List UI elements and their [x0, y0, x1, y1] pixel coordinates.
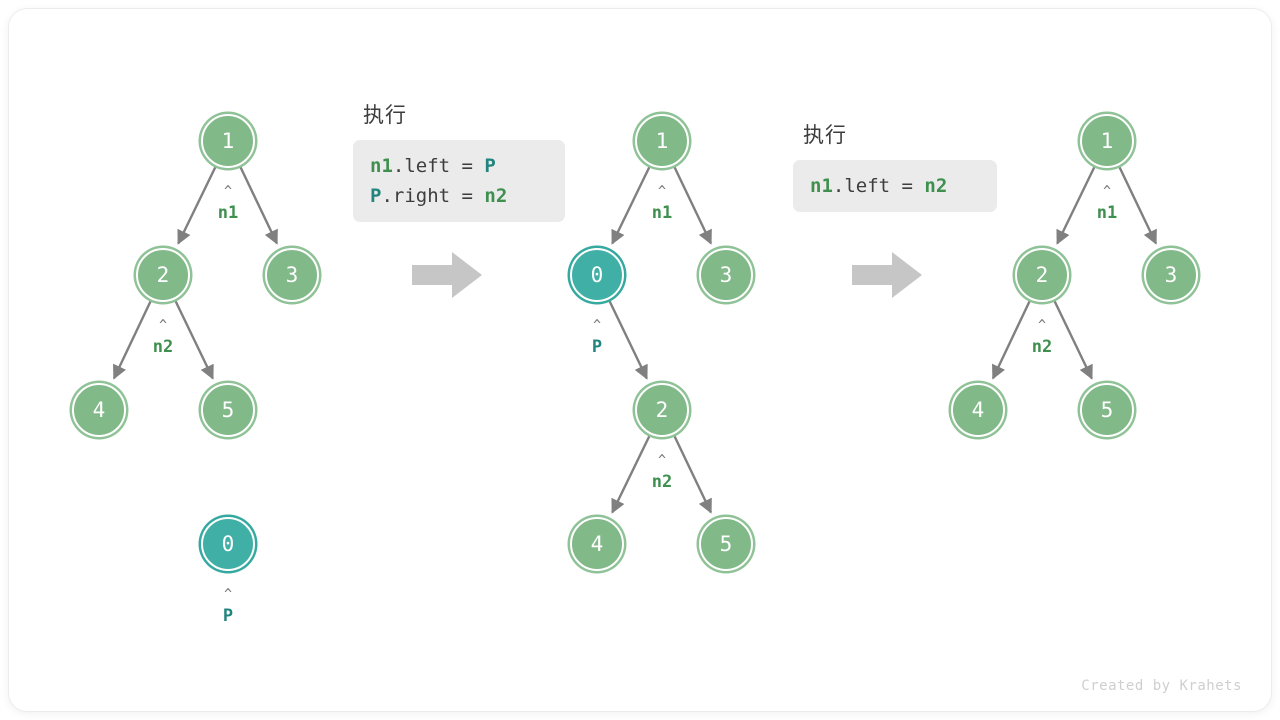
operation-title: 执行 — [363, 103, 407, 127]
pointer-label-P: ^P — [567, 318, 627, 358]
code-token: P — [484, 155, 496, 177]
pointer-label-n2: ^ n2 — [632, 453, 692, 493]
pointer-caret-icon: ^ — [658, 453, 666, 468]
pointer-caret-icon: ^ — [1038, 318, 1046, 333]
tree-node-5[interactable]: 5 — [201, 383, 255, 437]
tree-node-1[interactable]: 1 — [201, 114, 255, 168]
tree-node-0[interactable]: 0 — [570, 248, 624, 302]
step-arrow-1 — [412, 249, 484, 301]
tree-edge — [239, 166, 278, 245]
code-line: P.right = n2 — [370, 181, 548, 211]
pointer-caret-icon: ^ — [224, 587, 232, 602]
pointer-name: n1 — [217, 203, 239, 223]
code-block: n1.left = n2 — [793, 160, 997, 212]
code-line: n1.left = P — [370, 151, 548, 181]
tree-edge — [112, 300, 152, 380]
pointer-label-n1: ^ n1 — [198, 184, 258, 224]
right-arrow-icon — [412, 252, 482, 298]
tree-edge — [174, 300, 214, 380]
pointer-name: n2 — [152, 337, 174, 357]
tree-node-5[interactable]: 5 — [699, 517, 753, 571]
tree-node-3[interactable]: 3 — [699, 248, 753, 302]
pointer-name: n1 — [651, 203, 673, 223]
tree-node-4[interactable]: 4 — [570, 517, 624, 571]
pointer-label-n2: ^ n2 — [1012, 318, 1072, 358]
pointer-label-n2: ^ n2 — [133, 318, 193, 358]
tree-edge — [177, 166, 217, 245]
tree-node-3[interactable]: 3 — [1144, 248, 1198, 302]
code-token: n2 — [484, 185, 508, 207]
tree-node-2[interactable]: 2 — [1015, 248, 1069, 302]
pointer-name: n1 — [1096, 203, 1118, 223]
tree-edge — [608, 300, 648, 380]
pointer-label-P: ^P — [198, 587, 258, 627]
right-arrow-icon — [852, 252, 922, 298]
tree-edge — [611, 435, 651, 514]
code-token: .left = — [392, 155, 485, 177]
pointer-label-n1: ^ n1 — [632, 184, 692, 224]
tree-edge — [1118, 166, 1157, 245]
code-token: n2 — [924, 175, 948, 197]
tree-node-4[interactable]: 4 — [72, 383, 126, 437]
code-token: .right = — [381, 185, 485, 207]
pointer-label-n1: ^ n1 — [1077, 184, 1137, 224]
tree-node-3[interactable]: 3 — [265, 248, 319, 302]
tree-node-1[interactable]: 1 — [635, 114, 689, 168]
code-token: n1 — [370, 155, 393, 177]
pointer-caret-icon: ^ — [658, 184, 666, 199]
pointer-name: P — [591, 337, 603, 357]
credit-text: Created by Krahets — [1081, 678, 1242, 694]
pointer-caret-icon: ^ — [593, 318, 601, 333]
tree-node-2[interactable]: 2 — [635, 383, 689, 437]
code-line: n1.left = n2 — [810, 171, 980, 201]
tree-edge — [1053, 300, 1093, 380]
code-token: P — [370, 185, 382, 207]
tree-edge — [673, 435, 712, 514]
code-token: n1 — [810, 175, 833, 197]
tree-node-5[interactable]: 5 — [1080, 383, 1134, 437]
pointer-caret-icon: ^ — [1103, 184, 1111, 199]
code-token: .left = — [832, 175, 925, 197]
pointer-name: n2 — [1031, 337, 1053, 357]
tree-node-2[interactable]: 2 — [136, 248, 190, 302]
pointer-name: n2 — [651, 472, 673, 492]
pointer-caret-icon: ^ — [224, 184, 232, 199]
tree-node-1[interactable]: 1 — [1080, 114, 1134, 168]
tree-edge — [611, 166, 651, 245]
tree-node-4[interactable]: 4 — [951, 383, 1005, 437]
tree-edge — [1056, 166, 1096, 245]
pointer-caret-icon: ^ — [159, 318, 167, 333]
tree-edge — [673, 166, 712, 245]
tree-edge — [991, 300, 1031, 380]
step-arrow-2 — [852, 249, 924, 301]
tree-node-0[interactable]: 0 — [201, 517, 255, 571]
pointer-name: P — [222, 606, 234, 626]
operation-title: 执行 — [803, 123, 847, 147]
